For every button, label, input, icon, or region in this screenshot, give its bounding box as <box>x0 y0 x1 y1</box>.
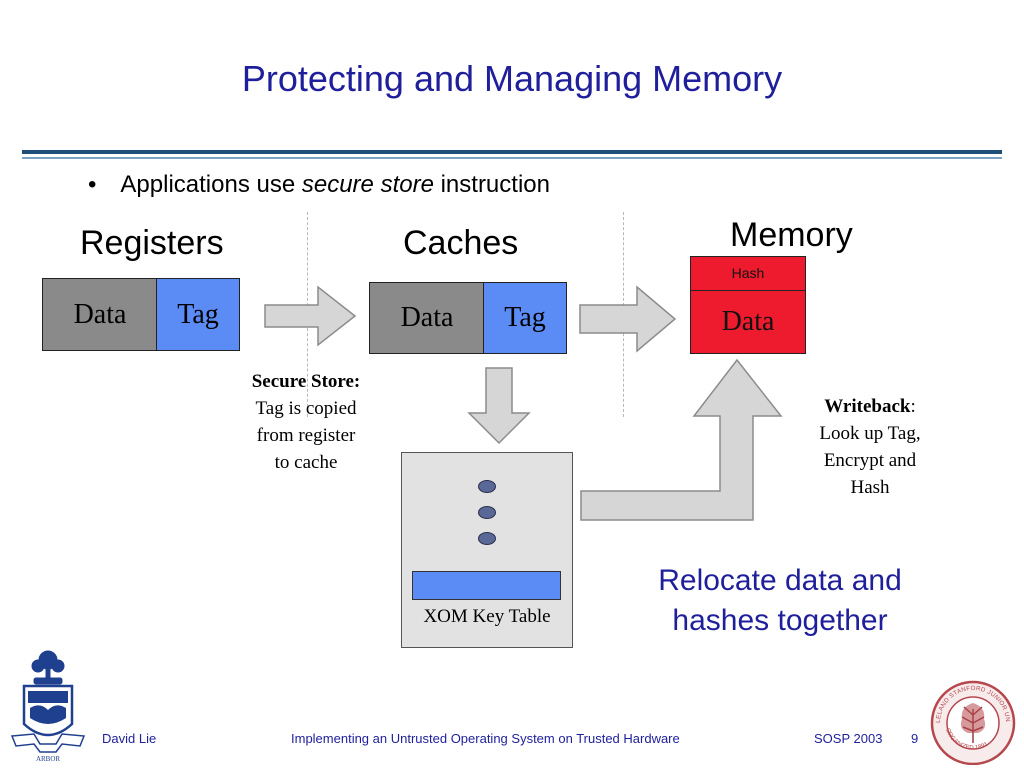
footer-page-number: 9 <box>911 731 919 746</box>
key-table-label: XOM Key Table <box>423 606 551 627</box>
footer-author: David Lie <box>102 731 157 746</box>
university-of-toronto-crest-logo: ARBOR <box>10 650 86 763</box>
secure-store-line: to cache <box>274 452 338 473</box>
relocate-line: hashes together <box>672 604 888 637</box>
secure-store-title: Secure Store: <box>251 371 361 392</box>
memory-hash-box: Hash <box>690 256 806 292</box>
memory-heading: Memory <box>730 216 853 254</box>
register-data-box: Data <box>42 278 158 351</box>
xom-key-table: XOM Key Table <box>401 452 573 648</box>
writeback-title: Writeback <box>824 396 911 417</box>
cache-tag-box: Tag <box>483 282 567 354</box>
writeback-line: Hash <box>850 477 890 498</box>
title-divider <box>22 150 1002 154</box>
memory-data-box: Data <box>690 290 806 354</box>
arrow-key-table-to-memory <box>580 358 783 521</box>
footer-venue: SOSP 2003 <box>814 731 883 746</box>
ellipsis-dot <box>478 506 496 519</box>
register-tag-box: Tag <box>156 278 240 351</box>
bullet-item: • Applications use secure store instructi… <box>88 171 550 199</box>
arrow-registers-to-caches <box>264 285 357 347</box>
writeback-line: Look up Tag, <box>819 423 921 444</box>
bullet-suffix: instruction <box>433 171 550 198</box>
relocate-note: Relocate data and hashes together <box>630 561 930 641</box>
title-divider-thin <box>22 157 1002 159</box>
bullet-prefix: Applications use <box>120 171 302 198</box>
key-table-entry <box>412 571 561 600</box>
arrow-caches-to-memory <box>579 285 677 353</box>
registers-heading: Registers <box>80 224 224 262</box>
secure-store-line: from register <box>256 425 356 446</box>
writeback-line: Encrypt and <box>823 450 917 471</box>
bullet-dot: • <box>88 171 97 198</box>
writeback-note: Writeback: Look up Tag, Encrypt and Hash <box>790 393 950 501</box>
ellipsis-dot <box>478 480 496 493</box>
crest-motto-text: ARBOR <box>36 755 60 763</box>
slide-title: Protecting and Managing Memory <box>241 58 783 99</box>
stanford-seal-logo: LELAND STANFORD JUNIOR UNIVERSITY ORGANI… <box>928 679 1016 765</box>
secure-store-note: Secure Store: Tag is copied from registe… <box>226 368 386 476</box>
footer-talk-title: Implementing an Untrusted Operating Syst… <box>291 731 680 746</box>
relocate-line: Relocate data and <box>658 564 902 597</box>
ellipsis-dot <box>478 532 496 545</box>
writeback-title-line: Writeback: <box>790 393 950 420</box>
arrow-cache-to-key-table <box>467 367 531 445</box>
writeback-colon: : <box>910 396 916 417</box>
bullet-emphasis: secure store <box>301 171 434 198</box>
secure-store-line: Tag is copied <box>255 398 357 419</box>
caches-heading: Caches <box>403 224 519 262</box>
